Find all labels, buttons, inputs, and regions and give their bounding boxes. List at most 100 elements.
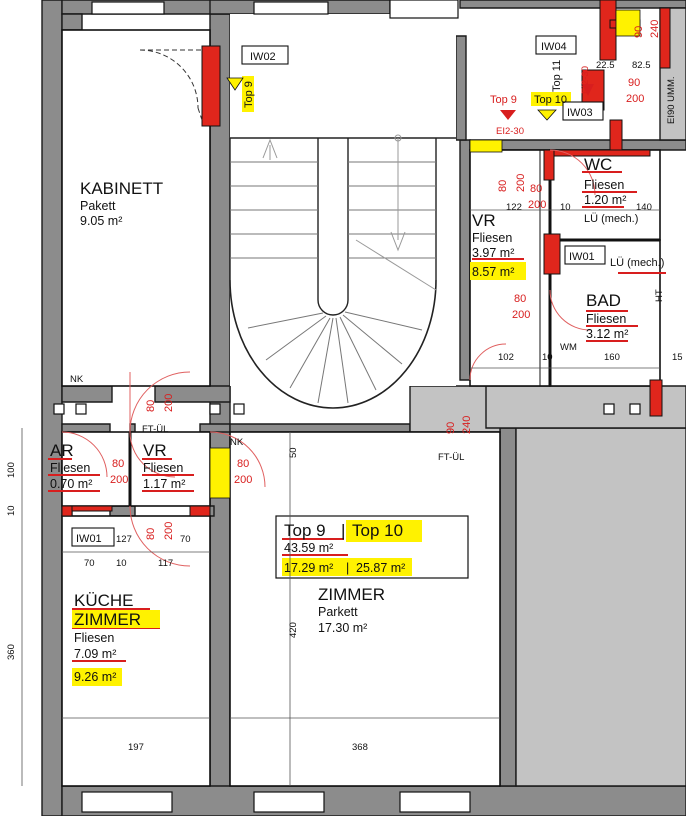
nk-left: NK — [70, 374, 84, 385]
dim-v-100: 100 — [6, 462, 17, 478]
door-topr-w: 90 — [628, 77, 640, 89]
summary-top10: Top 10 — [352, 521, 403, 540]
dim-102: 102 — [498, 352, 514, 363]
dim-197: 197 — [128, 742, 144, 753]
kabinett-name: KABINETT — [80, 179, 163, 198]
dim-160: 160 — [604, 352, 620, 363]
door-zim-w: 80 — [530, 183, 542, 195]
vr-top-floor: Fliesen — [472, 231, 512, 245]
top9-vertical: Top 9 — [243, 81, 255, 108]
zimmer-name: ZIMMER — [318, 585, 385, 604]
kueche-floor: Fliesen — [74, 631, 114, 645]
kabinett-door — [139, 49, 203, 121]
door-ar-w: 80 — [112, 458, 124, 470]
door-bad-w: 80 — [497, 180, 509, 192]
kueche-name-alt: ZIMMER — [74, 610, 141, 629]
dim-70-b: 70 — [180, 534, 191, 545]
summary-area-sep: | — [346, 561, 349, 575]
red-walls — [61, 0, 671, 517]
dim-70-a: 70 — [84, 558, 95, 569]
wm-note: WM — [560, 342, 577, 353]
ar-name: AR — [50, 441, 74, 460]
summary-sep: | — [341, 521, 345, 540]
bad-area: 3.12 m² — [586, 327, 628, 341]
door-vrs-w: 80 — [237, 458, 249, 470]
ftul-right: FT-ÜL — [438, 452, 464, 463]
iw02-tag: IW02 — [250, 51, 276, 63]
dim-127: 127 — [116, 534, 132, 545]
dim-117: 117 — [158, 558, 173, 569]
dim-10-c: 10 — [116, 558, 127, 569]
door-bad-h: 200 — [515, 174, 527, 192]
dimension-labels: 22.5 82.5 122 10 140 102 10 160 15 127 7… — [6, 60, 683, 753]
vr-small-floor: Fliesen — [143, 461, 183, 475]
door-ft-w: 90 — [445, 422, 457, 434]
dim-82-5: 82.5 — [632, 60, 651, 71]
ftul-left: FT-ÜL — [142, 424, 168, 435]
vr-small-name: VR — [143, 441, 167, 460]
wc-vent: LÜ (mech.) — [584, 213, 638, 225]
bad-floor: Fliesen — [586, 312, 626, 326]
ei90-note: EI90 UMM. — [666, 76, 677, 124]
wc-name: WC — [584, 155, 612, 174]
windows — [53, 0, 641, 813]
dim-v-10: 10 — [6, 505, 17, 516]
nk-right: NK — [230, 437, 244, 448]
dim-v-360: 360 — [6, 644, 17, 660]
top11-vertical: Top 11 — [551, 60, 563, 92]
zimmer-floor: Parkett — [318, 605, 358, 619]
door-ku-h: 200 — [163, 522, 175, 540]
door-ft-h: 240 — [461, 416, 473, 434]
door-top-h: 240 — [649, 20, 661, 38]
dim-15: 15 — [672, 352, 683, 363]
dim-420: 420 — [288, 622, 299, 638]
dim-22-5: 22.5 — [596, 60, 615, 71]
ei230-a: EI2-30 — [496, 126, 524, 137]
dim-10-b: 10 — [542, 352, 553, 363]
ar-floor: Fliesen — [50, 461, 90, 475]
dim-50: 50 — [288, 447, 299, 458]
summary-box — [275, 515, 469, 579]
summary-top9: Top 9 — [284, 521, 326, 540]
kabinett-floor: Pakett — [80, 199, 116, 213]
walls — [41, 0, 686, 816]
iw-tag-boxes — [71, 35, 606, 547]
door-vr-w: 80 — [514, 293, 526, 305]
door-top-w: 90 — [633, 26, 645, 38]
iw04-tag: IW04 — [541, 41, 567, 53]
vr-top-area-alt: 8.57 m² — [472, 265, 514, 279]
kueche-name: KÜCHE — [74, 591, 134, 610]
summary-area9: 43.59 m² — [284, 541, 333, 555]
dim-368: 368 — [352, 742, 368, 753]
kueche-area-alt: 9.26 m² — [74, 670, 116, 684]
staircase — [229, 134, 456, 409]
iw03-tag: IW03 — [567, 107, 593, 119]
top10-marker: Top 10 — [534, 94, 567, 106]
door-vrs-h: 200 — [234, 474, 252, 486]
door-ku-w: 80 — [145, 528, 157, 540]
ei230-b: EI2-30 — [580, 66, 591, 94]
summary-area-a: 17.29 m² — [284, 561, 333, 575]
door-kab-w: 80 — [145, 400, 157, 412]
dim-140: 140 — [636, 202, 652, 213]
door-ar-h: 200 — [110, 474, 128, 486]
zimmer-area: 17.30 m² — [318, 621, 367, 635]
bad-name: BAD — [586, 291, 621, 310]
dimension-lines — [21, 209, 660, 786]
door-zim-h: 200 — [528, 199, 546, 211]
yellow-marks — [209, 9, 641, 499]
dim-122: 122 — [506, 202, 522, 213]
vr-small-area: 1.17 m² — [143, 477, 185, 491]
iw01-kueche-tag: IW01 — [76, 533, 102, 545]
dim-10-a: 10 — [560, 202, 571, 213]
bad-vent: LÜ (mech.) — [610, 257, 664, 269]
wc-area: 1.20 m² — [584, 193, 626, 207]
kabinett-area: 9.05 m² — [80, 214, 122, 228]
door-topr-h: 200 — [626, 93, 644, 105]
door-kab-h: 200 — [163, 394, 175, 412]
vr-top-name: VR — [472, 211, 496, 230]
vr-top-area: 3.97 m² — [472, 246, 514, 260]
iw01-bad-tag: IW01 — [569, 251, 595, 263]
door-vr-h: 200 — [512, 309, 530, 321]
